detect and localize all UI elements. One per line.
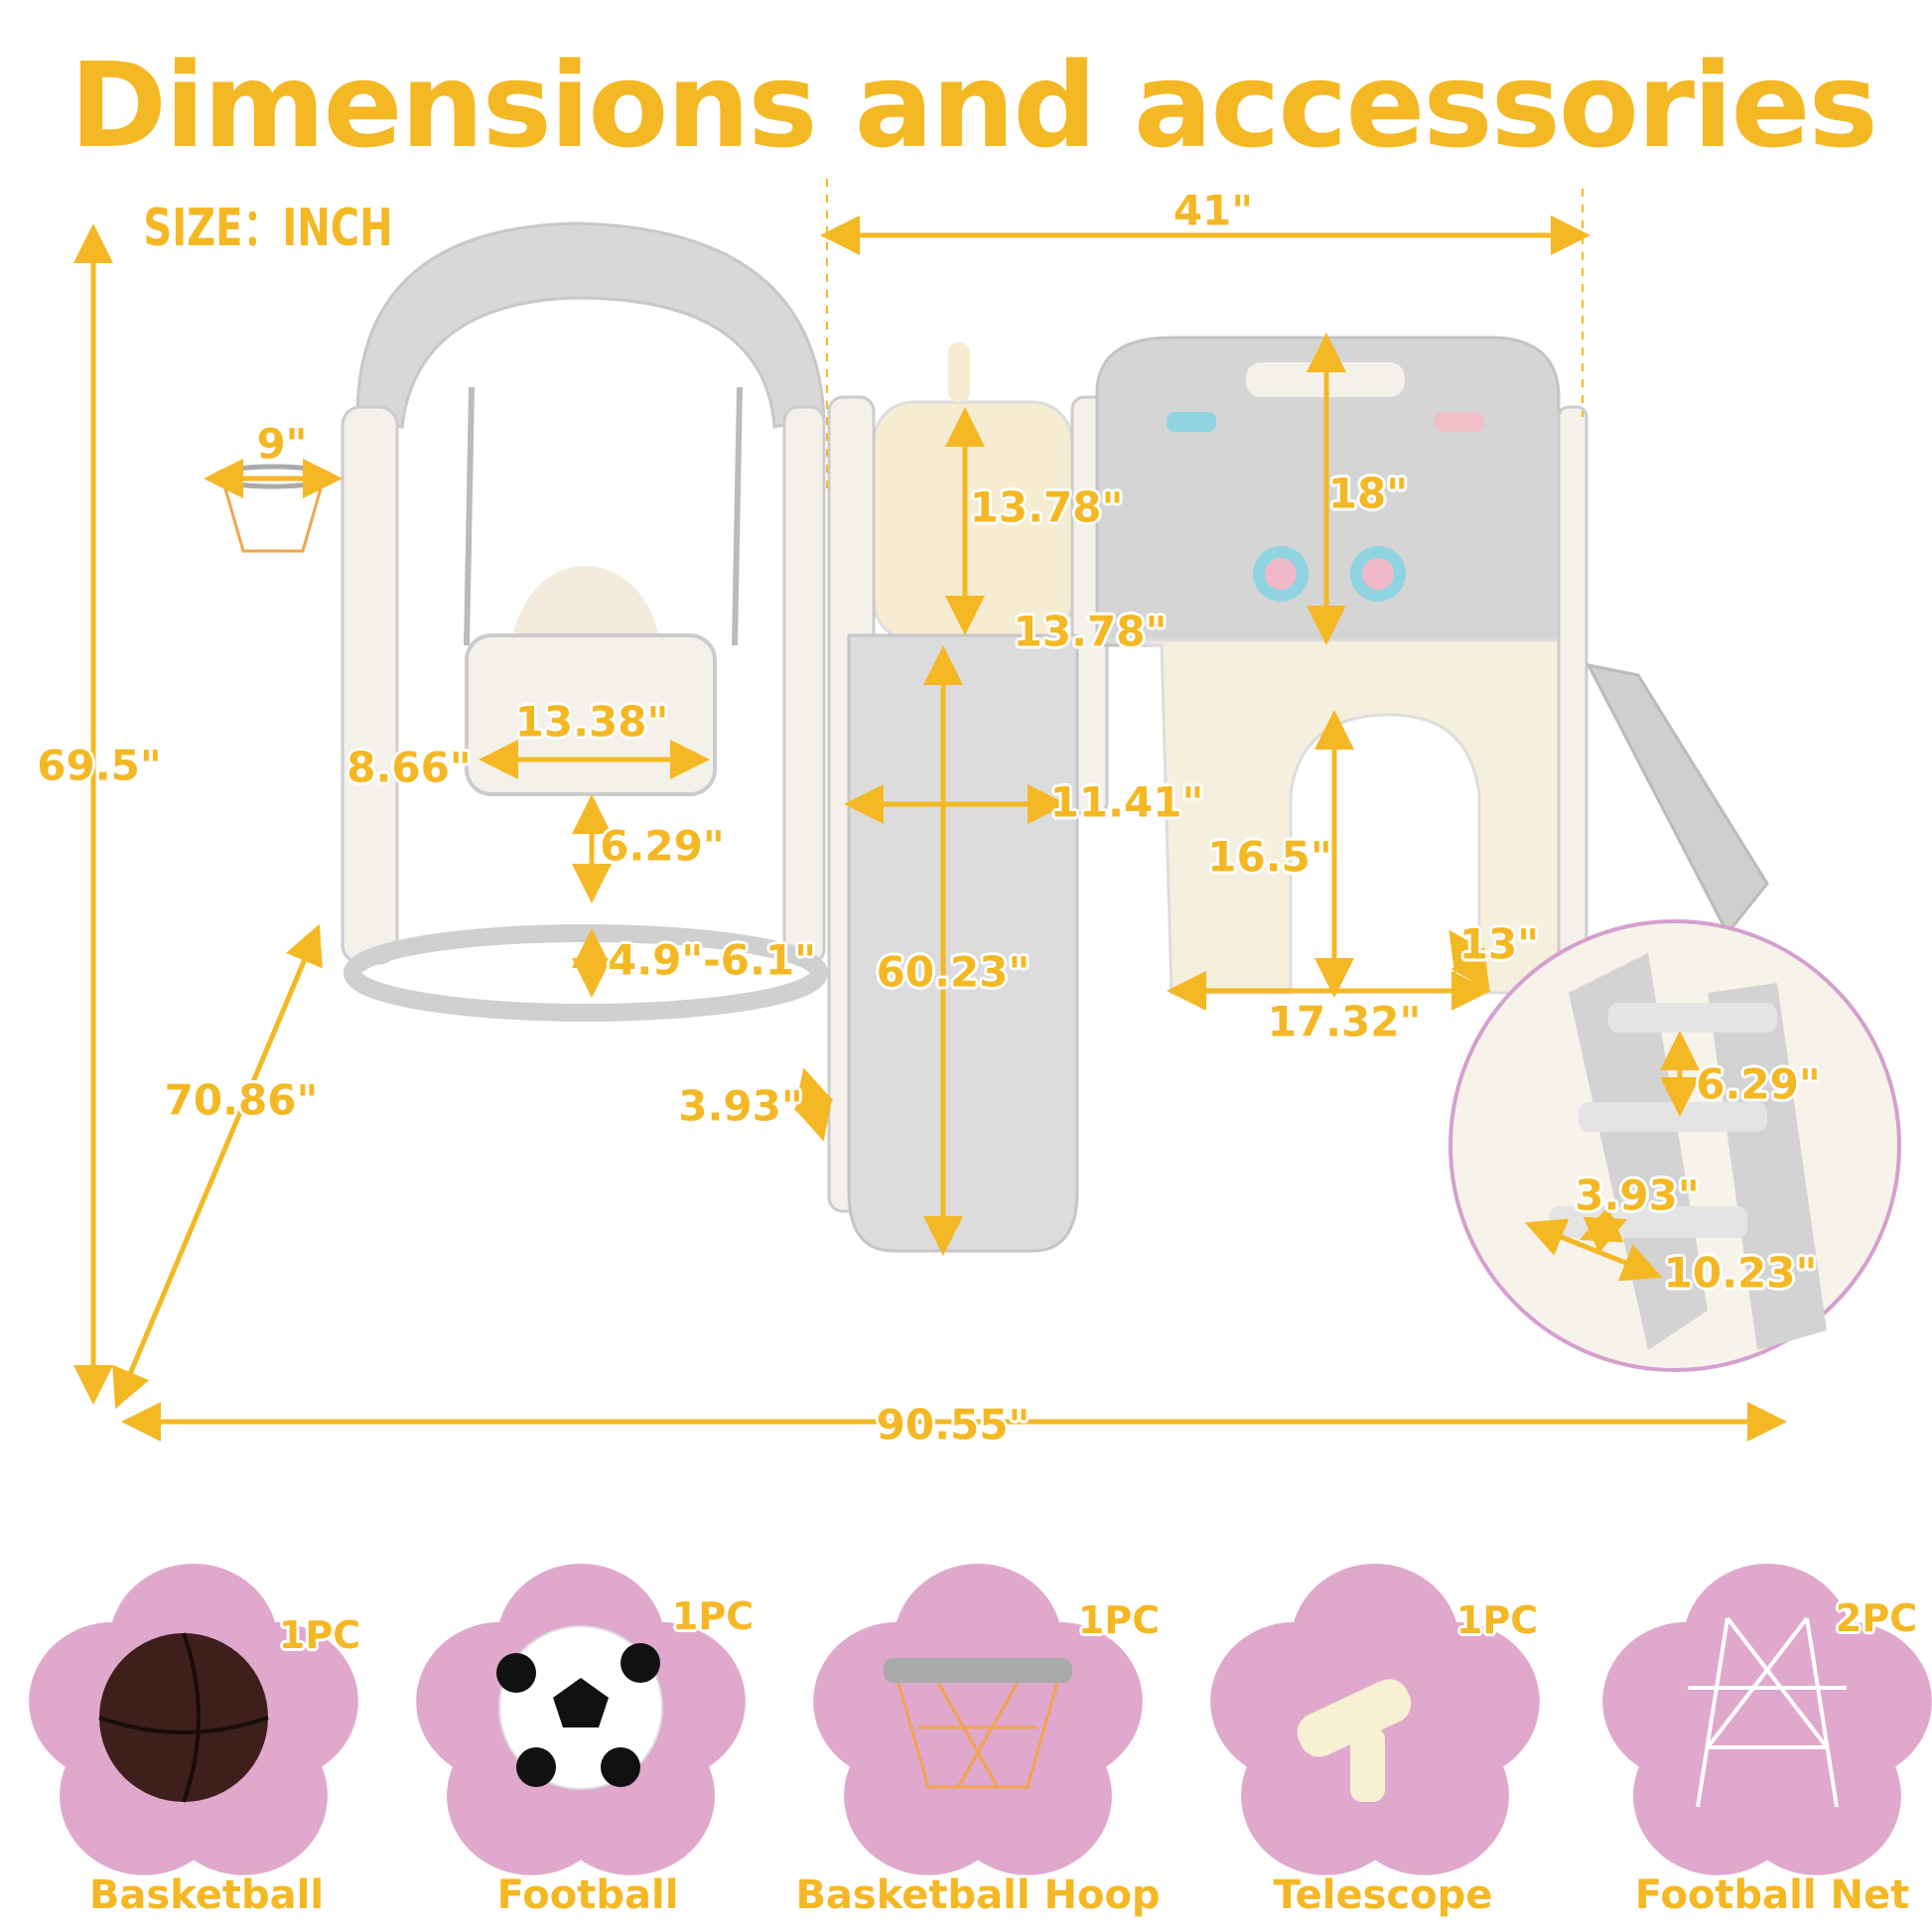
dim-overall-depth: 70.86" [164,1075,319,1125]
dim-tunnel-width: 17.32" [1267,997,1422,1046]
accessory-basketball-hoop [813,1564,1143,1875]
dim-climber-width: 41" [1173,186,1254,235]
accessory-label-basketball-hoop: Basketball Hoop [795,1872,1161,1918]
size-unit-label: SIZE：INCH [143,199,393,259]
dim-swing-back: 6.29" [600,821,725,871]
dim-slide-wall-height: 13.78" [969,483,1124,532]
accessory-qty-football: 1PC [671,1594,755,1638]
accessory-qty-telescope: 1PC [1455,1598,1539,1642]
football-icon [496,1625,663,1790]
dim-hoop-width: 9" [256,419,308,469]
dim-overall-height: 69.5" [37,741,162,790]
accessory-football [416,1564,746,1875]
dim-climb-wall-height: 18" [1327,469,1409,518]
dim-step-height: 6.29" [1696,1059,1821,1109]
dim-ladder-depth: 13" [1458,919,1540,969]
accessory-label-basketball: Basketball [88,1872,325,1918]
basketball-hoop-icon [884,1658,1072,1789]
accessory-label-football: Football [496,1872,679,1918]
accessory-qty-basketball: 1PC [278,1613,361,1657]
accessory-qty-football-net: 2PC [1835,1596,1918,1640]
accessory-qty-basketball-hoop: 1PC [1077,1598,1161,1642]
dim-swing-width: 13.38" [514,697,669,747]
accessory-flowers [29,1564,1932,1875]
basketball-icon [98,1632,269,1803]
dim-tunnel-height: 16.5" [1207,832,1332,882]
ladder-detail-inset [1449,919,1901,1372]
accessory-telescope [1210,1564,1540,1875]
telescope-icon [1297,1679,1412,1802]
accessory-label-telescope: Telescope [1273,1872,1493,1918]
dim-slide-length: 60.23" [876,947,1031,997]
dim-slide-edge: 3.93" [678,1081,803,1131]
dim-step-width: 10.23" [1663,1248,1818,1298]
dim-slide-step: 13.78" [1013,607,1168,656]
page-title: Dimensions and accessories [69,37,1878,174]
accessory-football-net [1602,1564,1932,1875]
flower-icon [1602,1564,1932,1875]
accessory-label-football-net: Football Net [1634,1872,1910,1918]
football-net-icon [1688,1616,1847,1808]
swing-set [212,221,828,1022]
dim-overall-width: 90.55" [876,1400,1031,1449]
dim-slide-width: 11.41" [1049,777,1204,827]
dim-step-depth: 3.93" [1575,1171,1700,1220]
accessory-basketball [29,1564,358,1875]
climbing-wall [1095,336,1769,995]
dimension-lines [73,179,1787,1442]
dim-swing-depth: 8.66" [346,743,472,792]
dim-swing-ground: 4.9"-6.1" [608,935,816,985]
